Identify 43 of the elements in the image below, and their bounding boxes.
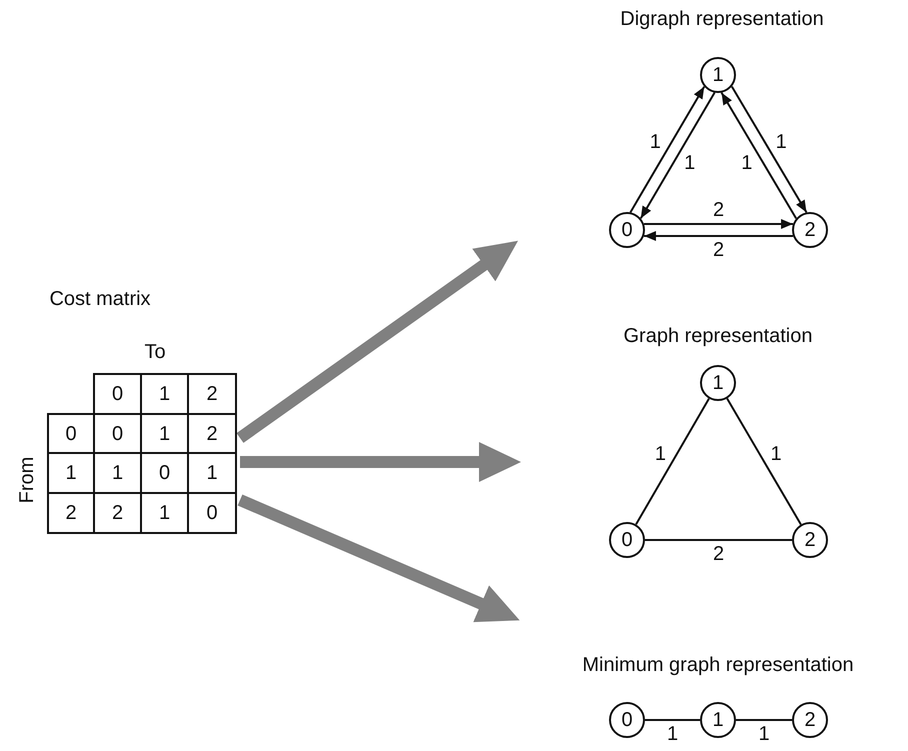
arrow xyxy=(630,86,706,213)
graph-node: 2 xyxy=(792,702,828,738)
edge-label: 2 xyxy=(712,200,724,220)
arrow xyxy=(640,92,716,219)
graph-node: 0 xyxy=(609,212,645,248)
connector-line xyxy=(645,719,700,721)
graph-node: 0 xyxy=(609,702,645,738)
edge-label: 1 xyxy=(666,724,678,744)
graph-node: 2 xyxy=(792,212,828,248)
arrow xyxy=(730,86,808,213)
block-arrow xyxy=(238,494,520,622)
arrow xyxy=(644,231,794,241)
graph-node: 1 xyxy=(700,57,736,93)
connector-line xyxy=(645,539,792,541)
graph-node: 0 xyxy=(609,522,645,558)
arrow xyxy=(644,219,794,229)
arrow xyxy=(720,92,798,219)
graph-node: 2 xyxy=(792,522,828,558)
panel-title: Digraph representation xyxy=(620,8,824,30)
connector-line xyxy=(736,719,792,721)
edge-label: 1 xyxy=(758,724,770,744)
row-axis-label: From xyxy=(17,456,37,504)
edge-label: 1 xyxy=(684,152,696,173)
edge-label: 1 xyxy=(770,444,782,464)
panel-title: Minimum graph representation xyxy=(582,654,854,676)
edge-label: 1 xyxy=(650,132,661,152)
matrix-cell: 2 xyxy=(187,373,237,415)
edge-label: 2 xyxy=(712,544,724,564)
matrix-cell: 0 xyxy=(47,413,95,454)
graph-node: 1 xyxy=(700,365,736,401)
column-axis-label: To xyxy=(144,342,166,362)
matrix-cell: 0 xyxy=(187,492,237,534)
edge-label: 1 xyxy=(654,444,666,464)
connector-line xyxy=(726,398,802,525)
edge-label: 2 xyxy=(712,240,724,260)
connector-line xyxy=(635,398,710,525)
panel-title: Cost matrix xyxy=(49,288,151,310)
edge-label: 1 xyxy=(741,152,752,173)
edge-label: 1 xyxy=(776,132,787,152)
graph-node: 1 xyxy=(700,702,736,738)
panel-title: Graph representation xyxy=(624,325,812,347)
matrix-cell: 0 xyxy=(93,373,142,415)
matrix-cell: 2 xyxy=(47,492,95,534)
